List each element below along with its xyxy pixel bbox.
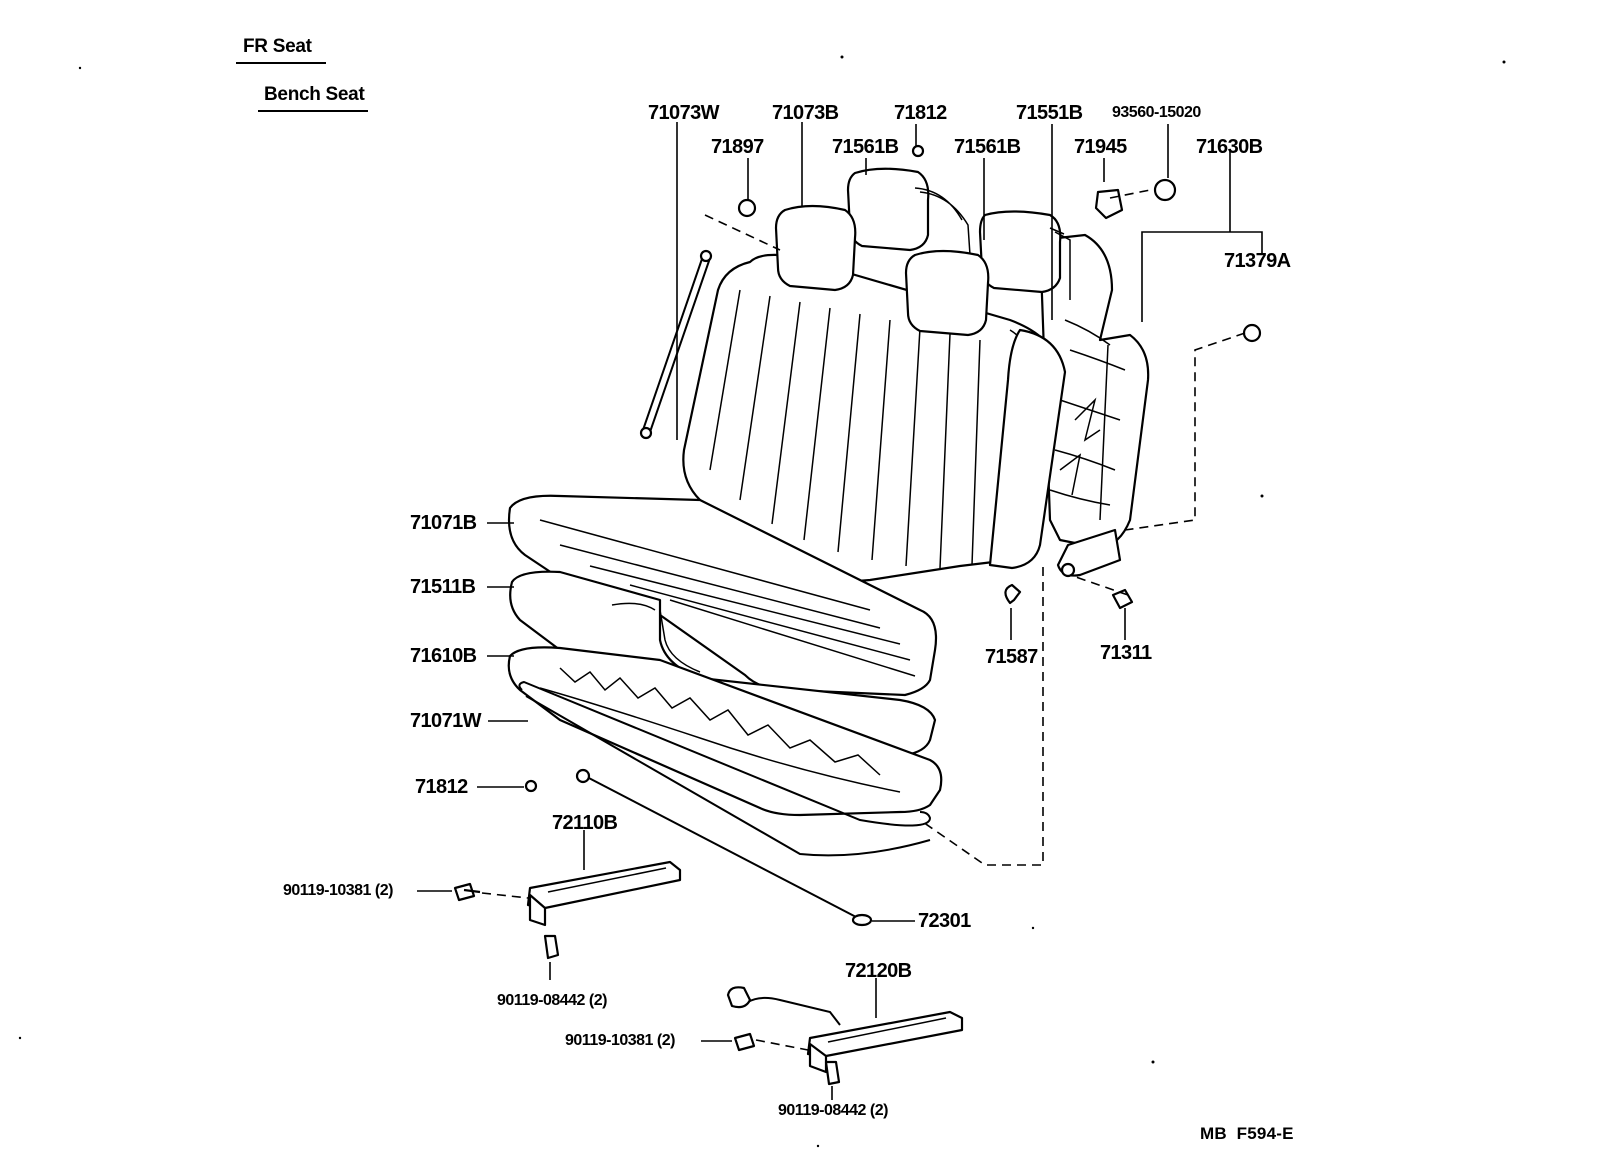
subsection-title-bench-seat: Bench Seat [264, 84, 365, 105]
callout-72110b: 72110B [552, 812, 618, 834]
callout-71630b: 71630B [1196, 136, 1263, 158]
callout-71812-top: 71812 [894, 102, 947, 124]
leader-lines [417, 122, 1263, 1100]
seat-track-72120b [726, 986, 964, 1074]
callout-71945: 71945 [1074, 136, 1127, 158]
callout-90119-10381-lower: 90119-10381 (2) [565, 1032, 675, 1049]
callout-71073b: 71073B [772, 102, 839, 124]
callout-71610b: 71610B [410, 645, 477, 667]
callout-90119-08442-lower: 90119-08442 (2) [778, 1102, 888, 1119]
assembly-lines [481, 189, 1246, 1051]
seat-cushion-cover [507, 494, 938, 697]
seat-cushion-wire [518, 680, 932, 857]
callout-93560-15020: 93560-15020 [1112, 104, 1201, 121]
callout-71073w: 71073W [648, 102, 720, 124]
callout-71511b: 71511B [410, 576, 476, 598]
callout-72120b: 72120B [845, 960, 912, 982]
callout-71561b-right: 71561B [954, 136, 1021, 158]
scan-specks [18, 55, 1506, 1148]
fasteners [453, 144, 1262, 1086]
callout-72301: 72301 [918, 910, 971, 932]
subsection-title-underline [258, 110, 368, 112]
callout-71379a: 71379A [1224, 250, 1291, 272]
seat-spring-frame [507, 646, 943, 817]
seatback-wire-71073w [639, 249, 713, 440]
diagram-reference-code: MB F594-E [1200, 1124, 1294, 1143]
callout-71071b: 71071B [410, 512, 477, 534]
headrest-rear-left [846, 167, 971, 256]
callout-71561b-left: 71561B [832, 136, 899, 158]
recliner-hinge-71311-mount [1056, 528, 1122, 578]
section-title-fr-seat: FR Seat [243, 36, 312, 57]
callout-71812-low: 71812 [415, 776, 468, 798]
seat-adjuster-rod [575, 768, 873, 927]
callout-71071w: 71071W [410, 710, 482, 732]
callout-71551b: 71551B [1016, 102, 1083, 124]
headrest-front-left [774, 204, 857, 292]
callout-71311: 71311 [1100, 642, 1152, 664]
seatback-side-panel [988, 328, 1067, 570]
callout-90119-08442-upper: 90119-08442 (2) [497, 992, 607, 1009]
headrest-rear-right [978, 210, 1071, 300]
section-title-underline [236, 62, 326, 64]
callout-90119-10381-upper: 90119-10381 (2) [283, 882, 393, 899]
headrest-front-right [904, 249, 990, 337]
callout-71897: 71897 [711, 136, 764, 158]
seat-track-72110b [526, 860, 682, 927]
callout-71587: 71587 [985, 646, 1038, 668]
